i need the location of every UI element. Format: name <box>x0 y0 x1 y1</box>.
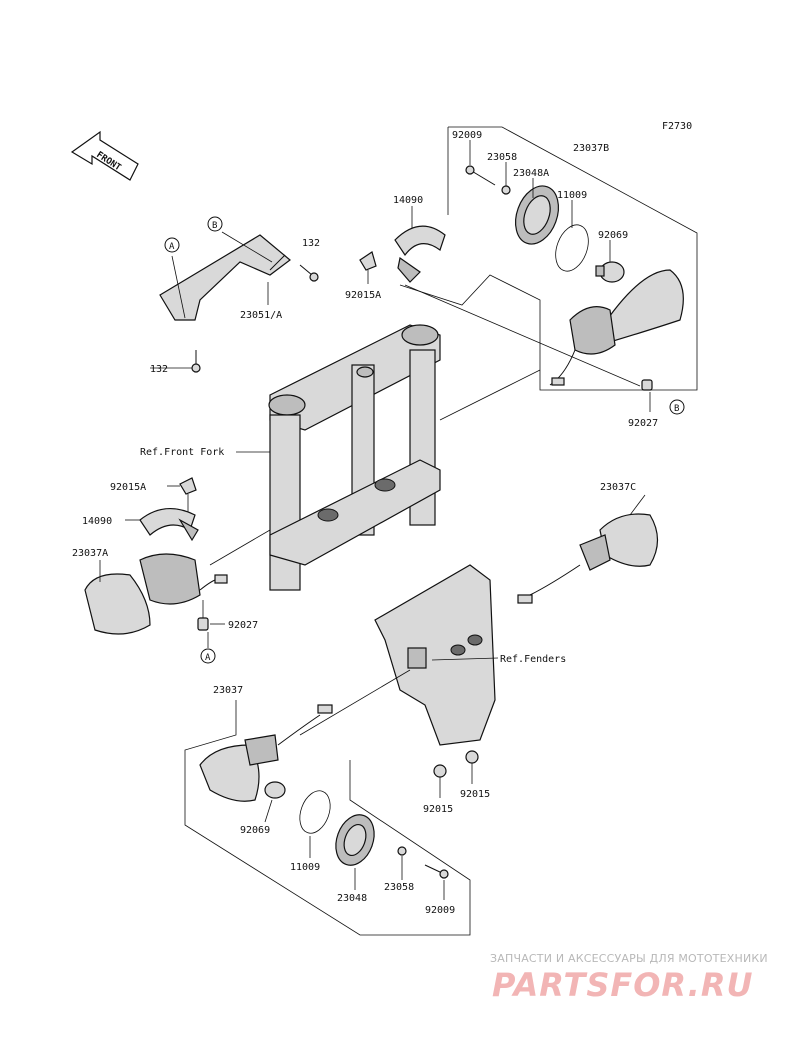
label-92009-bottom: 92009 <box>425 905 455 916</box>
signal-housing-23037 <box>199 704 333 802</box>
washer-23058-top <box>501 185 511 195</box>
label-23058-top: 23058 <box>487 152 517 163</box>
label-23037A: 23037A <box>72 548 108 559</box>
watermark-logo: PARTSFOR.RU <box>492 966 754 1004</box>
cap-92027-left <box>197 617 209 631</box>
gasket-11009-bottom <box>299 790 331 834</box>
label-92015-a: 92015 <box>423 804 453 815</box>
fender-bracket <box>374 564 496 746</box>
grommet-14090-top <box>394 225 446 283</box>
callout-A-bottom: A <box>200 648 216 664</box>
label-92069-top: 92069 <box>598 230 628 241</box>
label-92015A-left: 92015A <box>110 482 146 493</box>
screw-92009-bottom <box>424 864 449 879</box>
nut-92015-b <box>465 750 479 764</box>
rim-23048 <box>335 814 375 866</box>
label-23048A: 23048A <box>513 168 549 179</box>
bulb-92069-bottom <box>264 781 286 799</box>
front-direction-arrow: FRONT <box>70 130 139 181</box>
washer-23058-bottom <box>397 846 407 856</box>
signal-housing-23037C <box>517 513 659 604</box>
rim-23048A <box>514 185 560 245</box>
kit-outline-23037B <box>399 126 698 391</box>
svg-text:B: B <box>212 221 217 231</box>
svg-text:A: A <box>169 242 175 252</box>
signal-housing-23037B <box>549 269 684 386</box>
figure-code: F2730 <box>662 121 692 132</box>
signal-housing-23037A <box>84 553 228 635</box>
label-11009-top: 11009 <box>557 190 587 201</box>
callout-B-right: B <box>669 399 685 415</box>
callout-A-top: A <box>164 237 180 253</box>
bulb-92069-top <box>595 261 625 283</box>
svg-text:B: B <box>674 404 679 414</box>
svg-text:A: A <box>205 653 211 663</box>
grommet-14090-left <box>139 508 199 542</box>
label-132-top: 132 <box>302 238 320 249</box>
label-92027-right: 92027 <box>628 418 658 429</box>
label-92027-left: 92027 <box>228 620 258 631</box>
label-23037: 23037 <box>213 685 243 696</box>
label-23051A: 23051/A <box>240 310 282 321</box>
cap-92027-right <box>641 379 653 391</box>
label-132-bottom: 132 <box>150 364 168 375</box>
bracket-23051A <box>159 234 291 321</box>
bolt-132-top <box>299 264 319 282</box>
label-23058-bottom: 23058 <box>384 882 414 893</box>
label-92015-b: 92015 <box>460 789 490 800</box>
label-92009-top: 92009 <box>452 130 482 141</box>
label-92069-bottom: 92069 <box>240 825 270 836</box>
watermark-tagline: ЗАПЧАСТИ И АКСЕССУАРЫ ДЛЯ МОТОТЕХНИКИ <box>490 952 768 965</box>
nut-92015-a <box>433 764 447 778</box>
bolt-132-bottom <box>191 350 201 373</box>
label-ref-front-fork: Ref.Front Fork <box>140 447 224 458</box>
label-14090-left: 14090 <box>82 516 112 527</box>
label-14090-top: 14090 <box>393 195 423 206</box>
gasket-11009-top <box>555 224 589 272</box>
label-11009-bottom: 11009 <box>290 862 320 873</box>
label-23037C: 23037C <box>600 482 636 493</box>
nut-92015A-left <box>179 477 197 495</box>
label-ref-fenders: Ref.Fenders <box>500 654 566 665</box>
label-23048: 23048 <box>337 893 367 904</box>
callout-B-top: B <box>207 216 223 232</box>
front-fork-assembly <box>268 324 441 591</box>
label-92015A-top: 92015A <box>345 290 381 301</box>
kit-outline-23037 <box>184 700 471 936</box>
screw-92009-top <box>465 165 496 186</box>
nut-92015A-top <box>359 251 377 271</box>
label-23037B: 23037B <box>573 143 609 154</box>
